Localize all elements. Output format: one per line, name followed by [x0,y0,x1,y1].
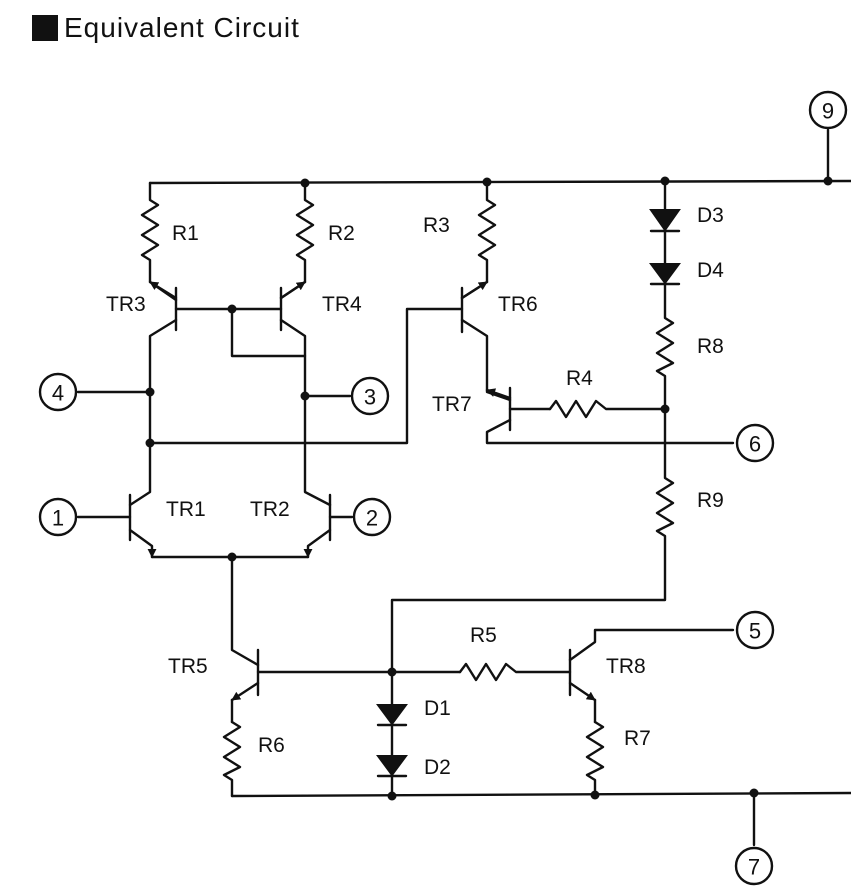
resistor-r1: R1 [140,181,199,302]
transistor-tr4: TR4 [230,280,362,398]
pin-5: 5 [735,610,775,650]
tr6-label: TR6 [498,293,538,316]
svg-text:7: 7 [748,855,760,880]
diode-d3: D3 [649,179,724,233]
transistor-tr6: TR6 [460,280,538,402]
r5-label: R5 [470,624,497,647]
resistor-r2: R2 [279,181,355,300]
tr8-label: TR8 [606,655,646,678]
svg-text:3: 3 [364,385,376,410]
wire-tr6-base [148,307,464,445]
transistor-tr2: TR2 [250,493,354,559]
transistor-tr3: TR3 [106,280,283,394]
resistor-r5: R5 [458,624,572,682]
tr7-label: TR7 [432,393,472,416]
transistor-tr1: TR1 [76,493,206,559]
tr4-label: TR4 [322,293,362,316]
resistor-r8: R8 [655,282,724,411]
svg-text:4: 4 [52,381,64,406]
resistor-r7: R7 [585,720,651,798]
d1-label: D1 [424,697,451,720]
tr5-label: TR5 [168,655,208,678]
diode-d1: D1 [376,670,451,727]
r3-label: R3 [423,214,450,237]
r9-label: R9 [697,489,724,512]
svg-text:9: 9 [822,99,834,124]
d4-label: D4 [697,259,724,282]
pin-7: 7 [734,846,774,886]
r4-label: R4 [566,367,593,390]
r7-label: R7 [624,727,651,750]
transistor-tr7: TR7 [432,386,735,445]
tr3-label: TR3 [106,293,146,316]
pin-4: 4 [38,372,78,412]
diagram-header: Equivalent Circuit [32,12,300,44]
tr2-label: TR2 [250,498,290,521]
svg-text:6: 6 [749,432,761,457]
tr1-label: TR1 [166,498,206,521]
resistor-r9: R9 [390,407,724,674]
heading-square-icon [32,15,58,41]
r6-label: R6 [258,734,285,757]
r1-label: R1 [172,222,199,245]
d2-label: D2 [424,756,451,779]
pin-2: 2 [352,497,392,537]
svg-text:1: 1 [52,506,64,531]
top-rail [148,128,851,185]
svg-text:5: 5 [749,619,761,644]
diode-d4: D4 [649,229,724,286]
r2-label: R2 [328,222,355,245]
diode-d2: D2 [376,723,451,798]
d3-label: D3 [697,204,724,227]
pin-6: 6 [735,423,775,463]
pin-3: 3 [350,376,390,416]
pin-9: 9 [808,90,848,130]
resistor-r6: R6 [222,720,285,798]
transistor-tr8: TR8 [568,628,735,724]
junction-dots [145,176,833,801]
r8-label: R8 [697,335,724,358]
transistor-tr5: TR5 [168,648,462,724]
pin-1: 1 [38,497,78,537]
bottom-rail [230,791,851,847]
svg-text:2: 2 [366,506,378,531]
resistor-r4: R4 [548,367,667,419]
resistor-r3: R3 [423,181,497,300]
diagram-title: Equivalent Circuit [64,12,300,43]
